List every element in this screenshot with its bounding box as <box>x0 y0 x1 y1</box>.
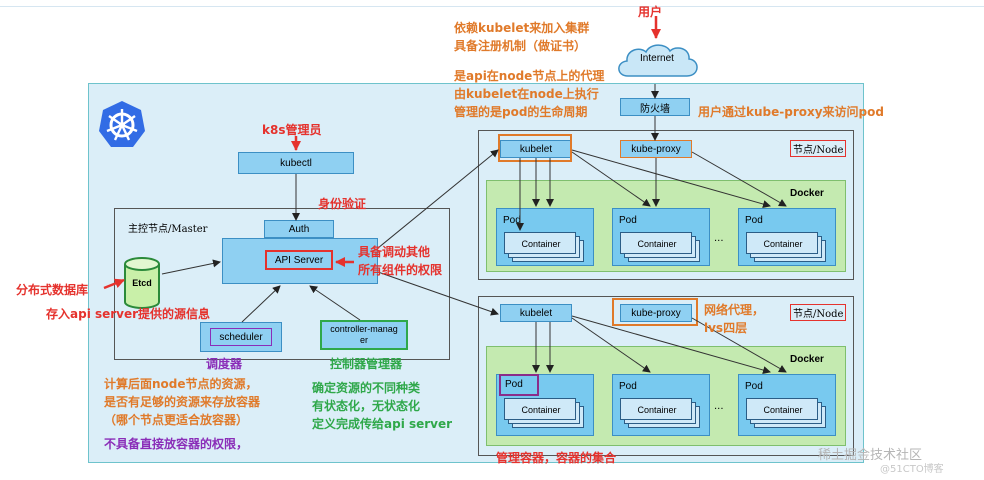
etcd-cylinder: Etcd <box>122 256 162 310</box>
container-box: Container <box>746 232 818 254</box>
kubelet2-label: kubelet <box>519 307 553 319</box>
internet-label: Internet <box>640 53 674 64</box>
etcd-info-note: 存入api server提供的源信息 <box>46 307 211 321</box>
agent-line2: 由kubelet在node上执行 <box>454 87 599 101</box>
container-label: Container <box>521 405 561 415</box>
scheduling-note-2: 所有组件的权限 <box>358 263 443 277</box>
pod-label: Pod <box>619 381 637 392</box>
controller-desc-1: 确定资源的不同种类 <box>312 381 421 395</box>
scheduler-desc-2: 是否有足够的资源来存放容器 <box>104 395 261 409</box>
agent-line1: 是api在node节点上的代理 <box>454 69 605 83</box>
scheduler-label: scheduler <box>219 331 263 343</box>
pod-label: Pod <box>505 379 523 390</box>
container-box: Container <box>620 232 692 254</box>
kube-proxy2-label: kube-proxy <box>631 307 681 319</box>
kube-admin-label: k8s管理员 <box>262 123 322 137</box>
firewall-label: 防火墙 <box>640 103 670 115</box>
top-rule <box>0 6 984 7</box>
node1-ellipsis: ··· <box>714 236 724 247</box>
container-label: Container <box>763 405 803 415</box>
container-box: Container <box>504 232 576 254</box>
pod-label: Pod <box>745 215 763 226</box>
container-label: Container <box>763 239 803 249</box>
scheduler-box <box>200 322 282 352</box>
controller-label: controller-manager <box>330 324 398 345</box>
node2-label: 节点/Node <box>790 304 847 321</box>
container-box: Container <box>620 398 692 420</box>
kubectl-label: kubectl <box>280 157 312 169</box>
node1-label-text: 节点/Node <box>793 145 844 156</box>
kubelet2-box: kubelet <box>500 304 572 322</box>
kube-proxy2-box: kube-proxy <box>620 304 692 322</box>
kubectl-box: kubectl <box>238 152 354 174</box>
container-box: Container <box>746 398 818 420</box>
network-proxy-2: lvs四层 <box>704 321 748 335</box>
arrow-icon <box>161 84 787 374</box>
kubelet-join-line1: 依赖kubelet来加入集群 <box>454 21 590 35</box>
node2-pod1-highlight: Pod <box>499 374 539 396</box>
container-label: Container <box>521 239 561 249</box>
internet-cloud: Internet <box>614 40 700 84</box>
api-server-label: API Server <box>274 254 324 266</box>
pod-label: Pod <box>619 215 637 226</box>
user-label: 用户 <box>638 5 663 19</box>
kubelet1-highlight <box>498 134 572 162</box>
user-access-note: 用户通过kube-proxy来访问pod <box>698 105 884 119</box>
cloud-icon <box>618 44 698 77</box>
node2-panel <box>478 296 854 456</box>
docker1-label: Docker <box>790 188 824 199</box>
kubernetes-logo-icon <box>96 98 148 150</box>
controller-manager-box: controller-manager <box>320 320 408 350</box>
agent-line3: 管理的是pod的生命周期 <box>454 105 588 119</box>
watermark-main: 稀土掘金技术社区 <box>818 448 923 463</box>
distributed-db-note: 分布式数据库 <box>16 283 89 297</box>
auth-label: Auth <box>288 223 310 235</box>
scheduling-note-1: 具备调动其他 <box>358 245 431 259</box>
container-label: Container <box>637 239 677 249</box>
container-label: Container <box>637 405 677 415</box>
identity-auth-note: 身份验证 <box>318 197 367 211</box>
etcd-label: Etcd <box>132 278 152 288</box>
container-box: Container <box>504 398 576 420</box>
scheduler-desc-3: （哪个节点更适合放容器） <box>104 413 249 427</box>
kube-proxy2-highlight <box>612 298 698 326</box>
docker2-label: Docker <box>790 354 824 365</box>
controller-desc-2: 有状态化，无状态化 <box>312 399 421 413</box>
kubelet1-label: kubelet <box>519 143 553 155</box>
pod-label: Pod <box>503 215 521 226</box>
pod-desc-note: 管理容器，容器的集合 <box>496 451 617 465</box>
scheduler-cn-label: 调度器 <box>206 357 243 371</box>
pod-label: Pod <box>745 381 763 392</box>
watermark-sub: @51CTO博客 <box>880 464 944 475</box>
node1-label: 节点/Node <box>790 140 847 157</box>
kube-proxy1-label: kube-proxy <box>631 143 681 155</box>
node2-label-text: 节点/Node <box>793 309 844 320</box>
master-label: 主控节点/Master <box>128 224 208 235</box>
controller-desc-3: 定义完成传给api server <box>312 417 453 431</box>
scheduler-highlight: scheduler <box>210 328 272 346</box>
network-proxy-1: 网络代理， <box>704 303 765 317</box>
api-server-highlight: API Server <box>265 250 333 270</box>
node2-ellipsis: ··· <box>714 404 724 415</box>
node1-panel <box>478 130 854 280</box>
kubelet-join-line2: 具备注册机制（做证书） <box>454 39 587 53</box>
controller-cn-label: 控制器管理器 <box>330 357 403 371</box>
scheduler-desc-4: 不具备直接放容器的权限， <box>104 437 249 451</box>
scheduler-desc-1: 计算后面node节点的资源， <box>104 377 258 391</box>
